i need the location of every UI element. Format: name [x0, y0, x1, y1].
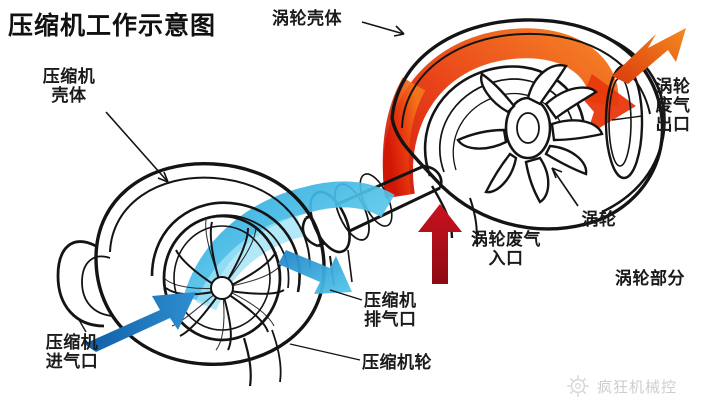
- leader-exhaust-outlet: [611, 115, 643, 121]
- turbine-assembly: [382, 18, 686, 284]
- gear-circle-icon: [567, 375, 589, 397]
- label-turbine-section: 涡轮部分: [615, 269, 685, 289]
- label-turbine-exhaust-inlet: 涡轮废气 入口: [471, 230, 541, 270]
- intake-inlet-arrow: [84, 292, 196, 352]
- label-turbine-wheel: 涡轮: [581, 210, 617, 230]
- leader-compressor-housing: [105, 111, 169, 183]
- leader-turbine-wheel: [551, 167, 579, 207]
- turbine-wheel-blades: [456, 64, 604, 204]
- compressor-assembly: [56, 162, 395, 387]
- label-compressor-housing: 压缩机 壳体: [42, 67, 96, 107]
- label-compressor-wheel: 压缩机轮: [362, 353, 432, 373]
- label-turbine-housing: 涡轮壳体: [272, 9, 342, 29]
- watermark-text: 疯狂机械控: [597, 377, 678, 396]
- label-compressor-outlet: 压缩机 排气口: [364, 291, 417, 331]
- exhaust-inlet-arrow: [418, 204, 462, 284]
- leader-compressor-wheel: [289, 343, 361, 361]
- compressor-wheel-blades: [162, 214, 285, 351]
- intake-discharge-arrow: [278, 250, 352, 294]
- page-title: 压缩机工作示意图: [8, 11, 217, 40]
- leader-compressor-inlet: [77, 317, 87, 333]
- leader-lines: [77, 21, 643, 361]
- watermark: 疯狂机械控: [566, 374, 677, 398]
- leader-turbine-housing: [361, 21, 405, 35]
- exhaust-outlet-arrow: [612, 28, 686, 84]
- label-turbine-exhaust-outlet: 涡轮 废气 出口: [655, 77, 691, 136]
- label-compressor-inlet: 压缩机 进气口: [45, 333, 99, 373]
- leader-compressor-outlet: [329, 289, 363, 301]
- compressor-inlet-snout: [56, 240, 105, 328]
